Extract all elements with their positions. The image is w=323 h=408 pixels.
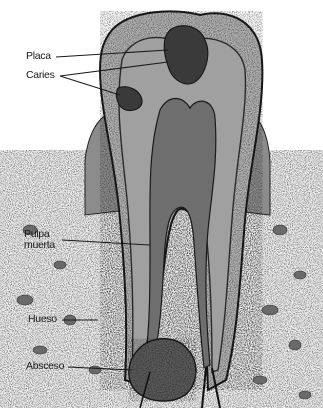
label-absceso: Absceso — [26, 361, 64, 372]
label-caries: Caries — [26, 70, 55, 81]
label-pulpa-muerta: Pulpa muerta — [24, 229, 64, 251]
label-hueso: Hueso — [28, 314, 57, 325]
label-placa: Placa — [26, 51, 51, 62]
